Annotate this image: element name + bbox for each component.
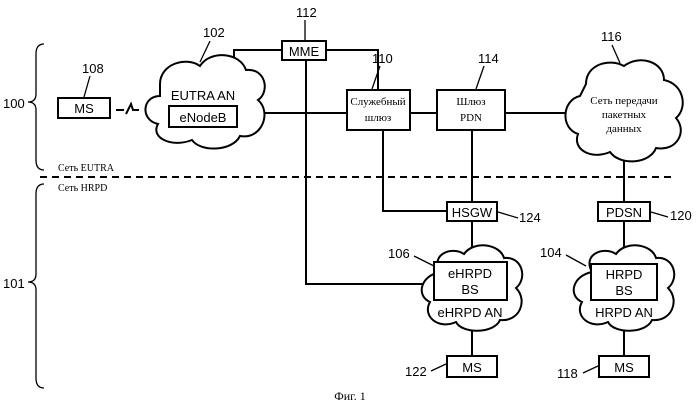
- ref-110: 110: [372, 51, 393, 66]
- enodeb-label: eNodeB: [180, 110, 227, 125]
- ms-top-label: MS: [74, 101, 94, 116]
- ref-116: 116: [601, 29, 622, 44]
- hrpd-bs-label-2: BS: [615, 283, 633, 298]
- ehrpd-bs-label-1: eHRPD: [448, 266, 492, 281]
- ref-100: 100: [3, 96, 25, 111]
- leader-124: [498, 212, 518, 218]
- hrpd-an-label: HRPD AN: [595, 305, 653, 320]
- serving-gateway-label-2: шлюз: [365, 112, 392, 124]
- serving-gateway-label-1: Служебный: [350, 96, 405, 108]
- packet-network-label-2: пакетных: [602, 109, 647, 121]
- link-mme-sgw: [326, 50, 378, 90]
- figure-caption: Фиг. 1: [334, 389, 365, 403]
- ms-mid-label: MS: [462, 360, 482, 375]
- packet-network-label-3: данных: [606, 123, 642, 135]
- leader-106: [414, 256, 434, 266]
- ref-106: 106: [388, 246, 410, 261]
- ref-120: 120: [670, 208, 692, 223]
- ref-112: 112: [296, 5, 317, 20]
- hsgw-label: HSGW: [452, 205, 493, 220]
- ref-114: 114: [478, 51, 499, 66]
- ref-122: 122: [405, 364, 427, 379]
- ref-124: 124: [519, 210, 541, 225]
- mme-label: MME: [289, 44, 320, 59]
- pdn-gateway-label-1: Шлюз: [456, 96, 485, 108]
- packet-network-label-1: Сеть передачи: [590, 95, 658, 107]
- ehrpd-bs-label-2: BS: [461, 282, 479, 297]
- leader-122: [431, 364, 446, 371]
- eutra-network-label: Сеть EUTRA: [58, 163, 115, 174]
- ref-101: 101: [3, 276, 25, 291]
- eutra-an-label: EUTRA AN: [171, 88, 235, 103]
- pdsn-label: PDSN: [606, 205, 642, 220]
- link-sgw-hsgw: [383, 130, 447, 211]
- ref-104: 104: [540, 245, 562, 260]
- hrpd-bs-label-1: HRPD: [606, 267, 643, 282]
- wireless-link-icon: [116, 104, 139, 114]
- ms-right-label: MS: [614, 360, 634, 375]
- brace-eutra: [28, 44, 44, 170]
- ref-108: 108: [82, 61, 104, 76]
- leader-120: [651, 212, 668, 217]
- pdn-gateway-label-2: PDN: [460, 112, 482, 124]
- ref-102: 102: [203, 25, 225, 40]
- ehrpd-an-label: eHRPD AN: [437, 305, 502, 320]
- leader-104: [566, 255, 586, 266]
- hrpd-network-label: Сеть HRPD: [58, 183, 107, 194]
- leader-114: [476, 66, 484, 89]
- leader-116: [612, 45, 620, 63]
- leader-108: [84, 76, 90, 97]
- leader-118: [583, 366, 598, 373]
- brace-hrpd: [28, 184, 44, 388]
- ref-118: 118: [557, 366, 578, 381]
